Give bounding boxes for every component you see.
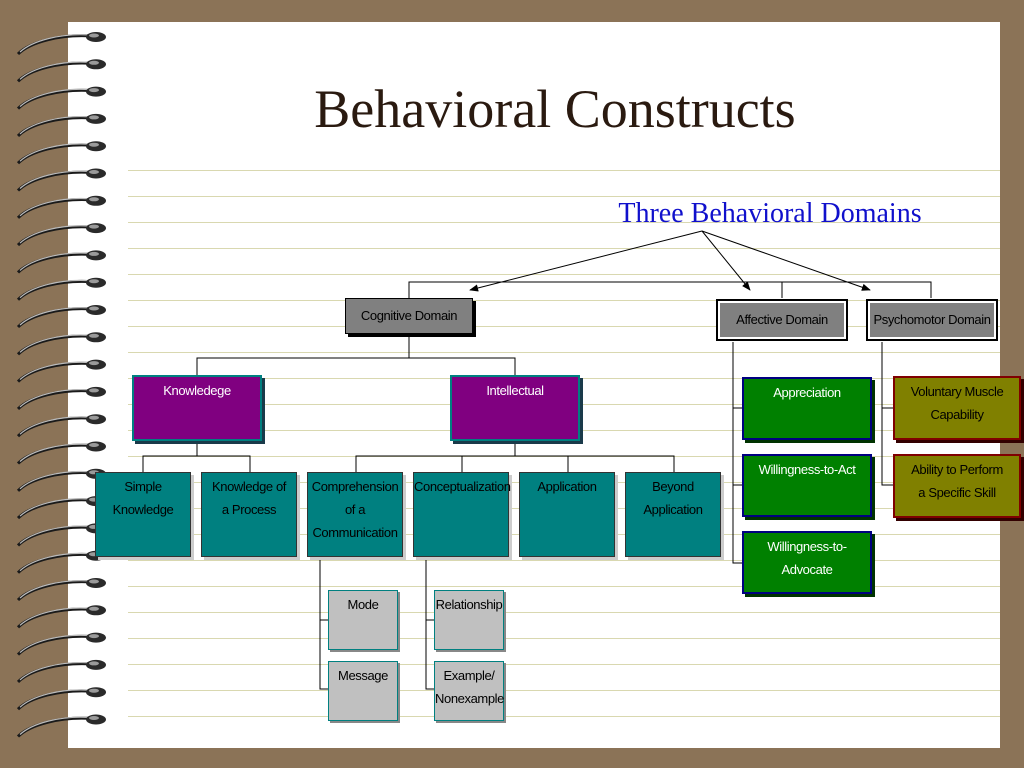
knowledge-label: Knowledege: [163, 383, 231, 398]
comprehension-line-3: Communication: [312, 525, 398, 540]
relationship-label: Relationship: [435, 597, 503, 612]
simple-knowledge-box: Simple Knowledge: [95, 472, 191, 557]
cognitive-domain-box: Cognitive Domain: [345, 298, 473, 334]
diagram-subtitle: Three Behavioral Domains: [618, 198, 922, 229]
binding-ring-icon: [16, 141, 106, 165]
binding-ring-icon: [16, 250, 106, 274]
affective-domain-label: Affective Domain: [736, 312, 828, 327]
voluntary-muscle-line-1: Voluntary Muscle: [910, 384, 1004, 399]
beyond-application-box: Beyond Application: [625, 472, 721, 557]
simple-knowledge-line-2: Knowledge: [112, 502, 174, 517]
beyond-application-line-1: Beyond: [652, 479, 694, 494]
binding-ring-icon: [16, 687, 106, 711]
spiral-binding-icon: [16, 32, 106, 738]
knowledge-of-process-box: Knowledge of a Process: [201, 472, 297, 557]
knowledge-box: Knowledege: [132, 375, 262, 441]
message-label: Message: [338, 668, 388, 683]
affective-domain-box: Affective Domain: [716, 299, 848, 341]
mode-label: Mode: [347, 597, 379, 612]
binding-ring-icon: [16, 32, 106, 56]
binding-ring-icon: [16, 305, 106, 329]
knowledge-of-process-line-1: Knowledge of: [212, 479, 286, 494]
binding-ring-icon: [16, 605, 106, 629]
binding-ring-icon: [16, 632, 106, 656]
ability-to-perform-line-2: a Specific Skill: [918, 485, 996, 500]
knowledge-of-process-line-2: a Process: [221, 502, 277, 517]
willingness-to-advocate-label: Willingness-to-Advocate: [767, 539, 847, 577]
ability-to-perform-line-1: Ability to Perform: [911, 462, 1003, 477]
ability-to-perform-box: Ability to Perform a Specific Skill: [893, 454, 1021, 518]
simple-knowledge-line-1: Simple: [124, 479, 162, 494]
binding-ring-icon: [16, 386, 106, 411]
binding-ring-icon: [16, 277, 106, 301]
binding-ring-icon: [16, 359, 106, 383]
application-label: Application: [537, 479, 597, 494]
relationship-box: Relationship: [434, 590, 504, 650]
message-box: Message: [328, 661, 398, 721]
binding-ring-icon: [16, 414, 106, 438]
voluntary-muscle-line-2: Capability: [930, 407, 984, 422]
binding-ring-icon: [16, 59, 106, 83]
intellectual-label: Intellectual: [486, 383, 544, 398]
intellectual-box: Intellectual: [450, 375, 580, 441]
binding-ring-icon: [16, 86, 106, 110]
example-line-1: Example/: [443, 668, 495, 683]
appreciation-box: Appreciation: [742, 377, 872, 440]
beyond-application-line-2: Application: [643, 502, 703, 517]
binding-ring-icon: [16, 441, 106, 465]
comprehension-line-1: Comprehension: [311, 479, 399, 494]
binding-ring-icon: [16, 332, 106, 356]
application-box: Application: [519, 472, 615, 557]
binding-ring-icon: [16, 195, 106, 219]
binding-ring-icon: [16, 714, 106, 738]
mode-box: Mode: [328, 590, 398, 650]
cognitive-domain-label: Cognitive Domain: [360, 308, 458, 323]
binding-ring-icon: [16, 659, 106, 684]
voluntary-muscle-box: Voluntary Muscle Capability: [893, 376, 1021, 440]
willingness-to-act-label: Willingness-to-Act: [758, 462, 856, 477]
binding-ring-icon: [16, 113, 106, 138]
comprehension-box: Comprehension of a Communication: [307, 472, 403, 557]
slide-title: Behavioral Constructs: [314, 79, 796, 139]
binding-ring-icon: [16, 578, 106, 602]
ruled-lines: [128, 170, 1000, 730]
example-nonexample-box: Example/ Nonexample: [434, 661, 504, 721]
conceptualization-box: Conceptualization: [413, 472, 511, 557]
willingness-to-act-box: Willingness-to-Act: [742, 454, 872, 517]
psychomotor-domain-box: Psychomotor Domain: [866, 299, 998, 341]
appreciation-label: Appreciation: [773, 385, 841, 400]
binding-ring-icon: [16, 223, 106, 247]
psychomotor-domain-label: Psychomotor Domain: [873, 312, 991, 327]
binding-ring-icon: [16, 168, 106, 192]
conceptualization-label: Conceptualization: [414, 479, 511, 494]
willingness-to-advocate-box: Willingness-to-Advocate: [742, 531, 872, 594]
example-line-2: Nonexample: [435, 691, 504, 706]
comprehension-line-2: of a: [344, 502, 366, 517]
